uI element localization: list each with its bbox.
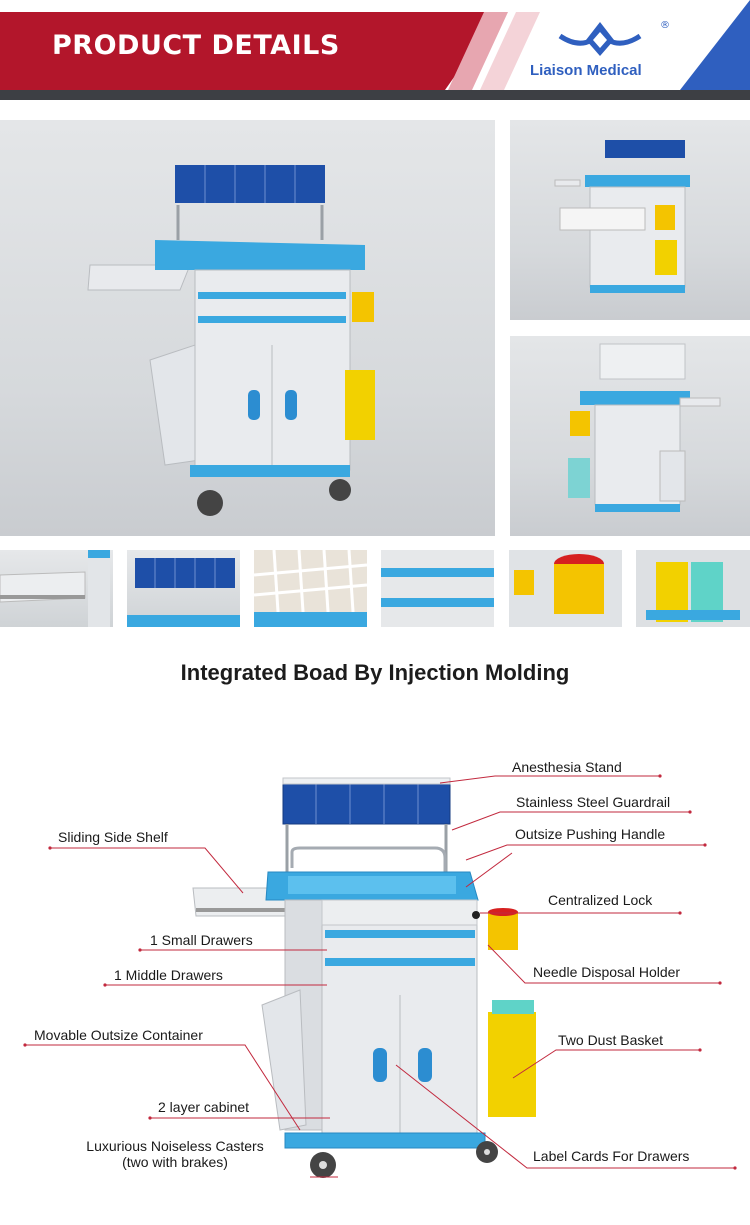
callout-small-drawers: 1 Small Drawers [150,932,253,948]
callout-leaders [25,775,735,1178]
thumbnail-drawer-dividers [254,550,367,627]
callout-casters-line1: Luxurious Noiseless Casters [86,1138,264,1154]
callout-guardrail: Stainless Steel Guardrail [516,794,671,810]
header-divider [0,90,750,100]
thumbnail-dust-baskets [636,550,750,627]
liaison-medical-logo-icon [558,22,642,56]
thumbnail-sliding-shelf [0,550,113,627]
callout-sliding-shelf: Sliding Side Shelf [58,829,168,845]
thumbnail-anesthesia-stand [127,550,240,627]
callout-label-cards: Label Cards For Drawers [533,1148,690,1164]
header-red-band [0,12,500,90]
brand-name: Liaison Medical [530,62,642,79]
main-product-photo [0,120,495,536]
callout-middle-drawers: 1 Middle Drawers [114,967,223,983]
callout-pushing-handle: Outsize Pushing Handle [515,826,666,842]
callout-casters: Luxurious Noiseless Casters (two with br… [72,1138,278,1170]
registered-mark: ® [660,20,670,31]
trolley-open-drawer-photo [510,120,750,320]
section-heading: Integrated Boad By Injection Molding [180,660,570,685]
callout-anesthesia-stand: Anesthesia Stand [512,759,622,775]
callout-dots [23,774,737,1170]
callout-dust-basket: Two Dust Basket [558,1032,664,1048]
page-title: PRODUCT DETAILS [52,30,340,61]
callout-needle-holder: Needle Disposal Holder [533,964,681,980]
thumbnail-drawer-handles [381,550,494,627]
thumbnail-needle-disposal-holder [509,550,622,627]
trolley-illustration [192,777,536,1178]
annotated-trolley-diagram [23,774,737,1178]
trolley-side-view-photo [510,336,750,536]
callout-cabinet: 2 layer cabinet [158,1099,250,1115]
callout-casters-line2: (two with brakes) [122,1154,228,1170]
callout-centralized-lock: Centralized Lock [548,892,653,908]
callout-container: Movable Outsize Container [34,1027,203,1043]
